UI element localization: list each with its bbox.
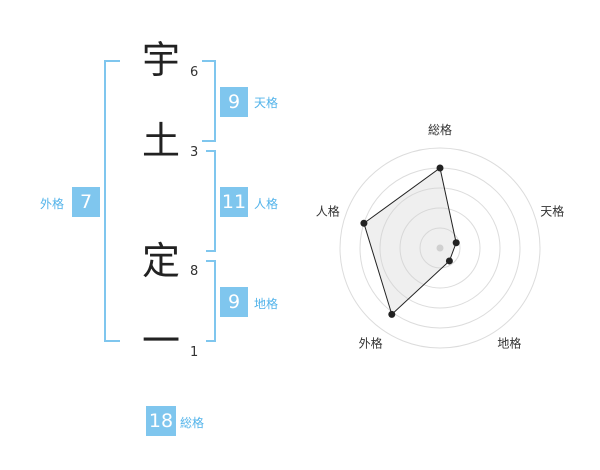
stroke-count-4: 1 (190, 345, 199, 360)
jinkaku-badge: 11 (220, 187, 248, 217)
radar-axis-label-2: 天格 (540, 204, 564, 219)
radar-center (436, 244, 444, 252)
soukaku-label: 総格 (180, 416, 205, 430)
radar-point-1 (436, 164, 444, 172)
radar-points (360, 164, 460, 318)
radar-axis-label-3: 地格 (497, 335, 521, 350)
radar-axis-label-1: 総格 (428, 122, 452, 137)
name-char-2: 土 (141, 119, 180, 163)
name-char-1: 宇 (141, 38, 180, 82)
stroke-count-3: 8 (190, 264, 199, 279)
radar-axis-label-5: 人格 (316, 204, 340, 219)
radar-ring (399, 207, 481, 289)
gaikaku-label: 外格 (40, 197, 65, 211)
stroke-count-2: 3 (190, 145, 199, 160)
radar-axis-label-4: 外格 (359, 335, 383, 350)
radar-point-2 (452, 239, 460, 247)
gaikaku-bracket (104, 60, 120, 342)
radar-point-3 (445, 257, 453, 265)
gaikaku-badge: 7 (72, 187, 100, 217)
radar-point-4 (388, 310, 396, 318)
radar-point-5 (360, 219, 368, 227)
radar-ring (339, 147, 541, 349)
name-char-3: 定 (141, 239, 180, 283)
jinkaku-label: 人格 (254, 197, 279, 211)
radar-ring (379, 187, 501, 309)
tenkaku-badge: 9 (220, 87, 248, 117)
chikaku-badge: 9 (220, 287, 248, 317)
radar-ring (419, 227, 461, 269)
tenkaku-label: 天格 (254, 96, 279, 110)
radar-data-polygon (363, 167, 457, 316)
chikaku-bracket (206, 260, 216, 342)
chikaku-label: 地格 (254, 297, 279, 311)
soukaku-badge: 18 (146, 406, 176, 436)
tenkaku-bracket (202, 60, 216, 142)
name-char-4: 一 (141, 319, 180, 363)
jinkaku-bracket (206, 150, 216, 252)
stroke-count-1: 6 (190, 65, 199, 80)
